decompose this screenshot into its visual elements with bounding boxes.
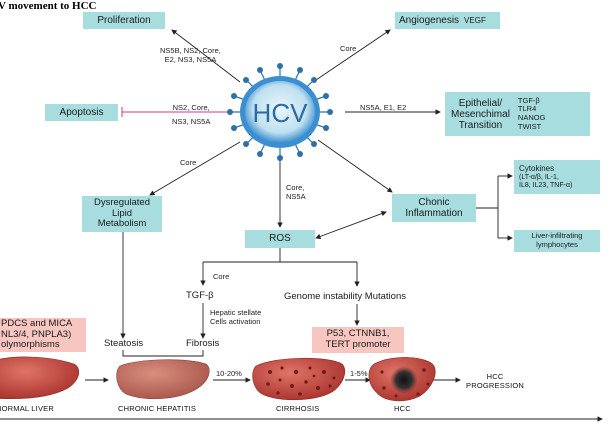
cytokines-box: Cytokines (LT-α/β, IL-1, IL8, IL23, TNF-… — [514, 160, 600, 194]
vegf-label: VEGF — [464, 15, 486, 25]
stage-cirrhosis: CIRRHOSIS — [276, 404, 320, 413]
cytokines-line-3: IL8, IL23, TNF-α) — [519, 181, 573, 189]
inflammation-line-1: Chonic — [418, 196, 450, 208]
angiogenesis-box: Angiogenesis VEGF — [395, 12, 500, 29]
cirrhosis-liver-icon — [252, 357, 345, 401]
label-ns5b: NS5B, NS2, Core, E2, NS3, NS5A — [160, 46, 221, 65]
arrow-to-angiogenesis — [315, 29, 391, 81]
emt-line-1: Epithelial/ — [458, 97, 503, 109]
label-core-top: Core — [340, 44, 357, 53]
arrow-to-inflammation — [317, 139, 393, 193]
steatosis-text: Steatosis — [104, 338, 144, 349]
arrow-to-dysregulated — [149, 141, 241, 196]
inflammation-box: Chonic Inflammation — [392, 194, 476, 222]
emt-factor-2: TLR4 — [517, 104, 537, 114]
label-core-left: Core — [180, 158, 197, 167]
p53-line-1: P53, CTNNB1, — [326, 328, 390, 340]
bracket-hepatitis — [122, 350, 204, 357]
stage-hcc: HCC — [394, 404, 411, 413]
hcv-virus-icon: HCV — [227, 63, 333, 161]
hcv-label: HCV — [253, 98, 309, 128]
polymorphisms-line-1: PDCS and MICA — [1, 317, 73, 329]
stage-progression: HCC PROGRESSION — [466, 372, 525, 390]
fibrosis-text: Fibrosis — [186, 338, 220, 349]
emt-factor-1: TGF-β — [517, 95, 540, 105]
label-10-20: 10-20% — [216, 369, 242, 378]
inflammation-line-2: Inflammation — [405, 208, 463, 219]
cytokines-line-1: Cytokines — [519, 164, 555, 174]
normal-liver-icon — [0, 356, 80, 399]
label-ns2: NS2, Core, NS3, NS5A — [172, 103, 211, 127]
cytokines-line-2: (LT-α/β, IL-1, — [519, 173, 559, 181]
lymphocytes-line-2: lymphocytes — [536, 240, 578, 249]
label-1-5: 1-5% — [350, 369, 368, 378]
emt-line-2: Mesenchimal — [451, 108, 510, 120]
dysregulated-line-1: Dysregulated — [94, 196, 150, 208]
polymorphisms-line-2: NL3/4, PNPLA3) — [1, 328, 72, 340]
label-core-ns5a: Core, NS5A — [286, 183, 306, 202]
emt-factor-4: TWIST — [517, 121, 542, 131]
genome-text: Genome instability Mutations — [284, 291, 406, 302]
arrow-to-proliferation — [171, 29, 241, 83]
emt-line-3: Transition — [458, 119, 503, 131]
proliferation-box: Proliferation — [83, 12, 165, 29]
angiogenesis-label: Angiogenesis — [399, 14, 460, 26]
lymphocytes-box: Liver-infiltrating lymphocytes — [514, 230, 600, 252]
branch-ros — [203, 248, 357, 263]
ros-box: ROS — [245, 230, 315, 248]
hcc-liver-icon — [368, 357, 436, 402]
dysregulated-box: Dysregulated Lipid Metabolism — [82, 196, 162, 232]
dysregulated-line-3: Metabolism — [97, 218, 147, 230]
p53-box: P53, CTNNB1, TERT promoter — [312, 327, 404, 353]
emt-box: Epithelial/ Mesenchimal Transition TGF-β… — [445, 92, 590, 136]
apoptosis-box: Apoptosis — [45, 104, 118, 121]
page-title: V movement to HCC — [0, 0, 97, 12]
stage-chronic: CHRONIC HEPATITIS — [118, 404, 197, 413]
p53-line-2: TERT promoter — [325, 339, 391, 350]
branch-inflammation — [476, 176, 499, 238]
label-stellate: Hepatic stellate Cells activation — [210, 308, 262, 327]
dysregulated-line-2: Lipid — [111, 207, 133, 219]
label-core-ros: Core — [213, 272, 230, 281]
chronic-liver-icon — [116, 359, 210, 400]
arrow-ros-inflammation — [315, 211, 387, 239]
polymorphisms-line-3: olymorphisms — [1, 339, 60, 351]
lymphocytes-line-1: Liver-infiltrating — [531, 231, 583, 241]
tgf-text: TGF-β — [186, 290, 214, 301]
stage-normal: NORMAL LIVER — [0, 404, 54, 413]
polymorphisms-box: PDCS and MICA NL3/4, PNPLA3) olymorphism… — [0, 318, 86, 352]
emt-factor-3: NANOG — [517, 113, 546, 122]
label-ns5a-e1: NS5A, E1, E2 — [360, 103, 407, 112]
